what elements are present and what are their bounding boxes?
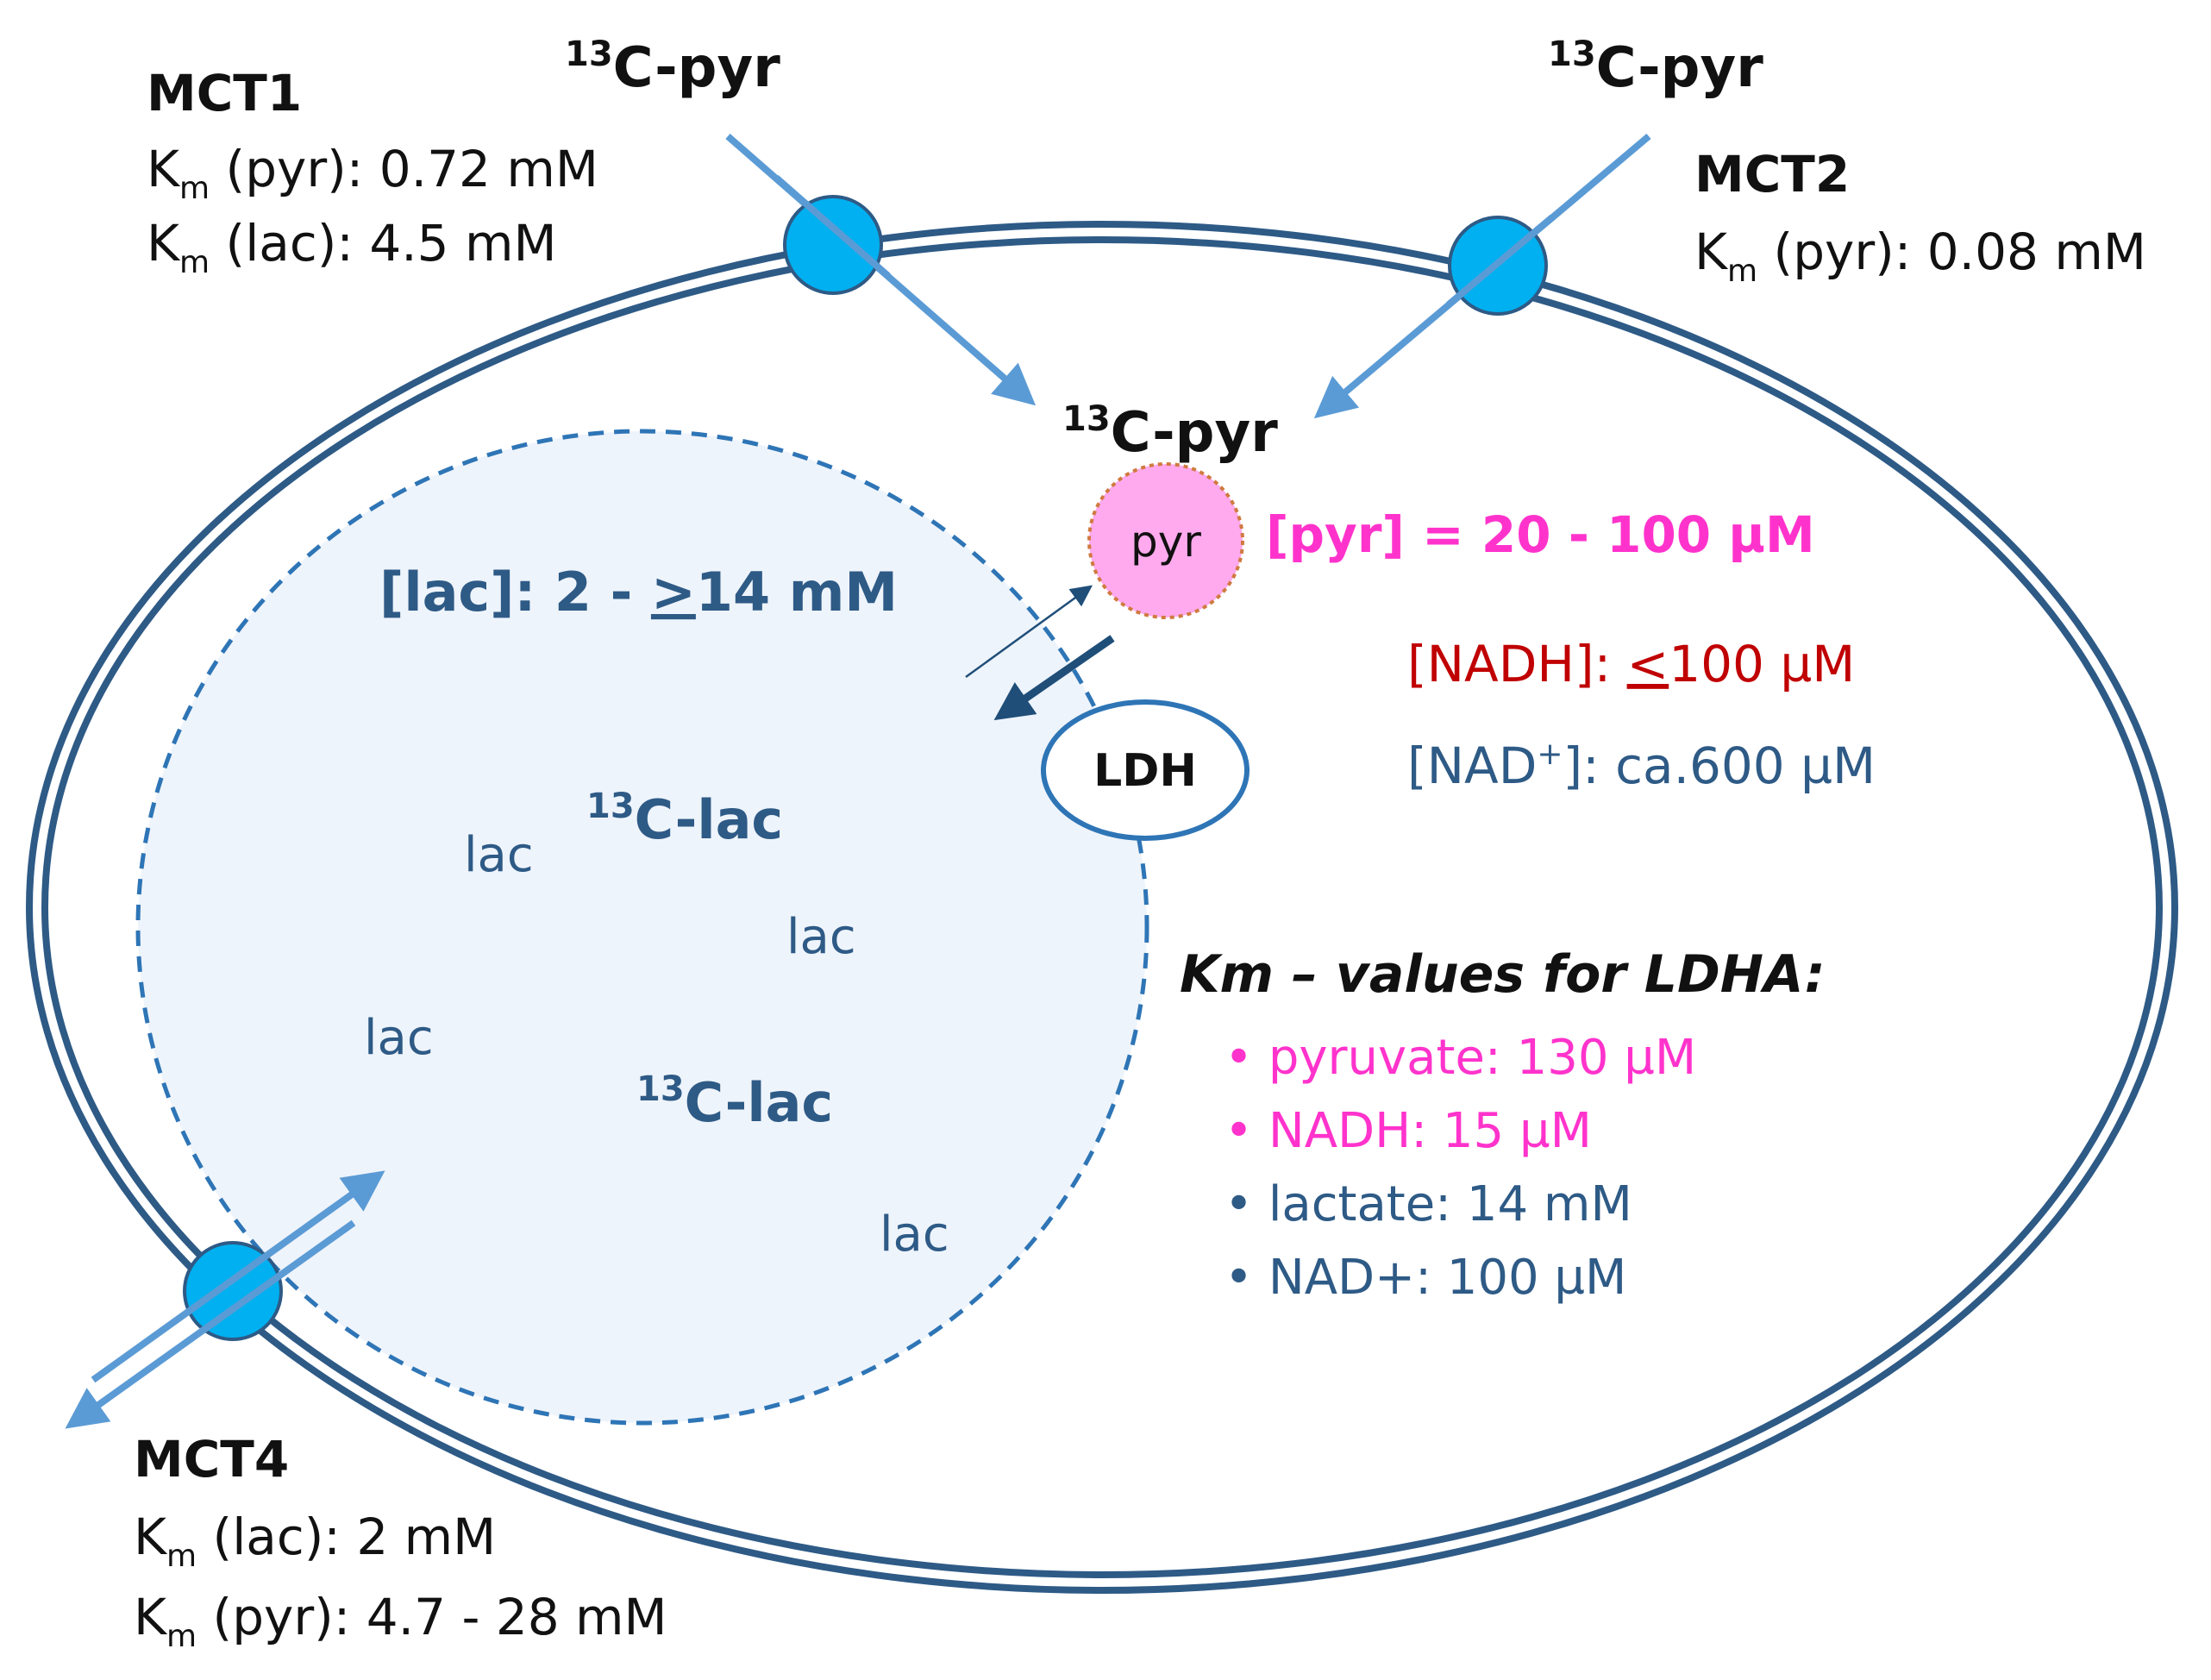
lac-label: lac <box>786 909 856 965</box>
c13-pyr-label-right: 13C-pyr <box>1548 34 1763 100</box>
c13-lac-label: 13C-lac <box>586 787 783 851</box>
mct4-export-arrow <box>65 1219 356 1429</box>
mct2-km-pyr: Km (pyr): 0.08 mM <box>1694 223 2146 289</box>
mct1-transporter <box>783 195 883 295</box>
c13-pyr-label-left: 13C-pyr <box>565 34 780 100</box>
km-ldha-item: • lactate: 14 mM <box>1225 1176 1632 1232</box>
mct4-name: MCT4 <box>134 1430 289 1489</box>
lac-concentration: [lac]: 2 - >14 mM <box>379 561 898 624</box>
km-ldha-item: • NAD+: 100 µM <box>1225 1250 1626 1306</box>
ldh-label: LDH <box>1093 745 1197 797</box>
lactate-to-pyruvate-arrow <box>965 585 1093 679</box>
nad-concentration: [NAD+]: ca.600 µM <box>1407 737 1876 795</box>
mct4-km-lac: Km (lac): 2 mM <box>134 1508 496 1574</box>
lac-label: lac <box>364 1010 434 1066</box>
ldh-enzyme <box>1041 699 1250 841</box>
pyr-circle-label: pyr <box>1131 517 1201 567</box>
mct2-import-arrow-overlay <box>1446 214 1555 308</box>
lactate-pool-region <box>135 429 1149 1426</box>
c13-pyr-label-inside: 13C-pyr <box>1062 399 1278 465</box>
mct1-name: MCT1 <box>147 64 302 122</box>
cell-membrane-outer <box>26 221 2178 1594</box>
mct1-km-pyr: Km (pyr): 0.72 mM <box>147 140 598 206</box>
mct2-name: MCT2 <box>1694 145 1850 204</box>
c13-lac-label: 13C-lac <box>636 1069 833 1134</box>
mct4-import-arrow <box>91 1170 385 1383</box>
km-ldha-item: • pyruvate: 130 µM <box>1225 1030 1696 1086</box>
mct4-km-pyr: Km (pyr): 4.7 - 28 mM <box>134 1588 667 1654</box>
mct4-transporter <box>183 1241 283 1341</box>
nadh-concentration: [NADH]: <100 µM <box>1407 635 1855 693</box>
km-ldha-title: Km – values for LDHA: <box>1180 944 1826 1005</box>
pyr-concentration: [pyr] = 20 - 100 µM <box>1266 505 1815 564</box>
cell-membrane-inner <box>41 236 2163 1578</box>
mct1-km-lac: Km (lac): 4.5 mM <box>147 214 557 280</box>
mct1-import-arrow-overlay <box>774 174 891 279</box>
lac-label: lac <box>464 827 534 883</box>
pyruvate-to-lactate-arrow <box>993 635 1115 721</box>
lac-label: lac <box>880 1207 949 1263</box>
pyruvate-pool <box>1087 462 1244 619</box>
km-ldha-item: • NADH: 15 µM <box>1225 1103 1592 1159</box>
